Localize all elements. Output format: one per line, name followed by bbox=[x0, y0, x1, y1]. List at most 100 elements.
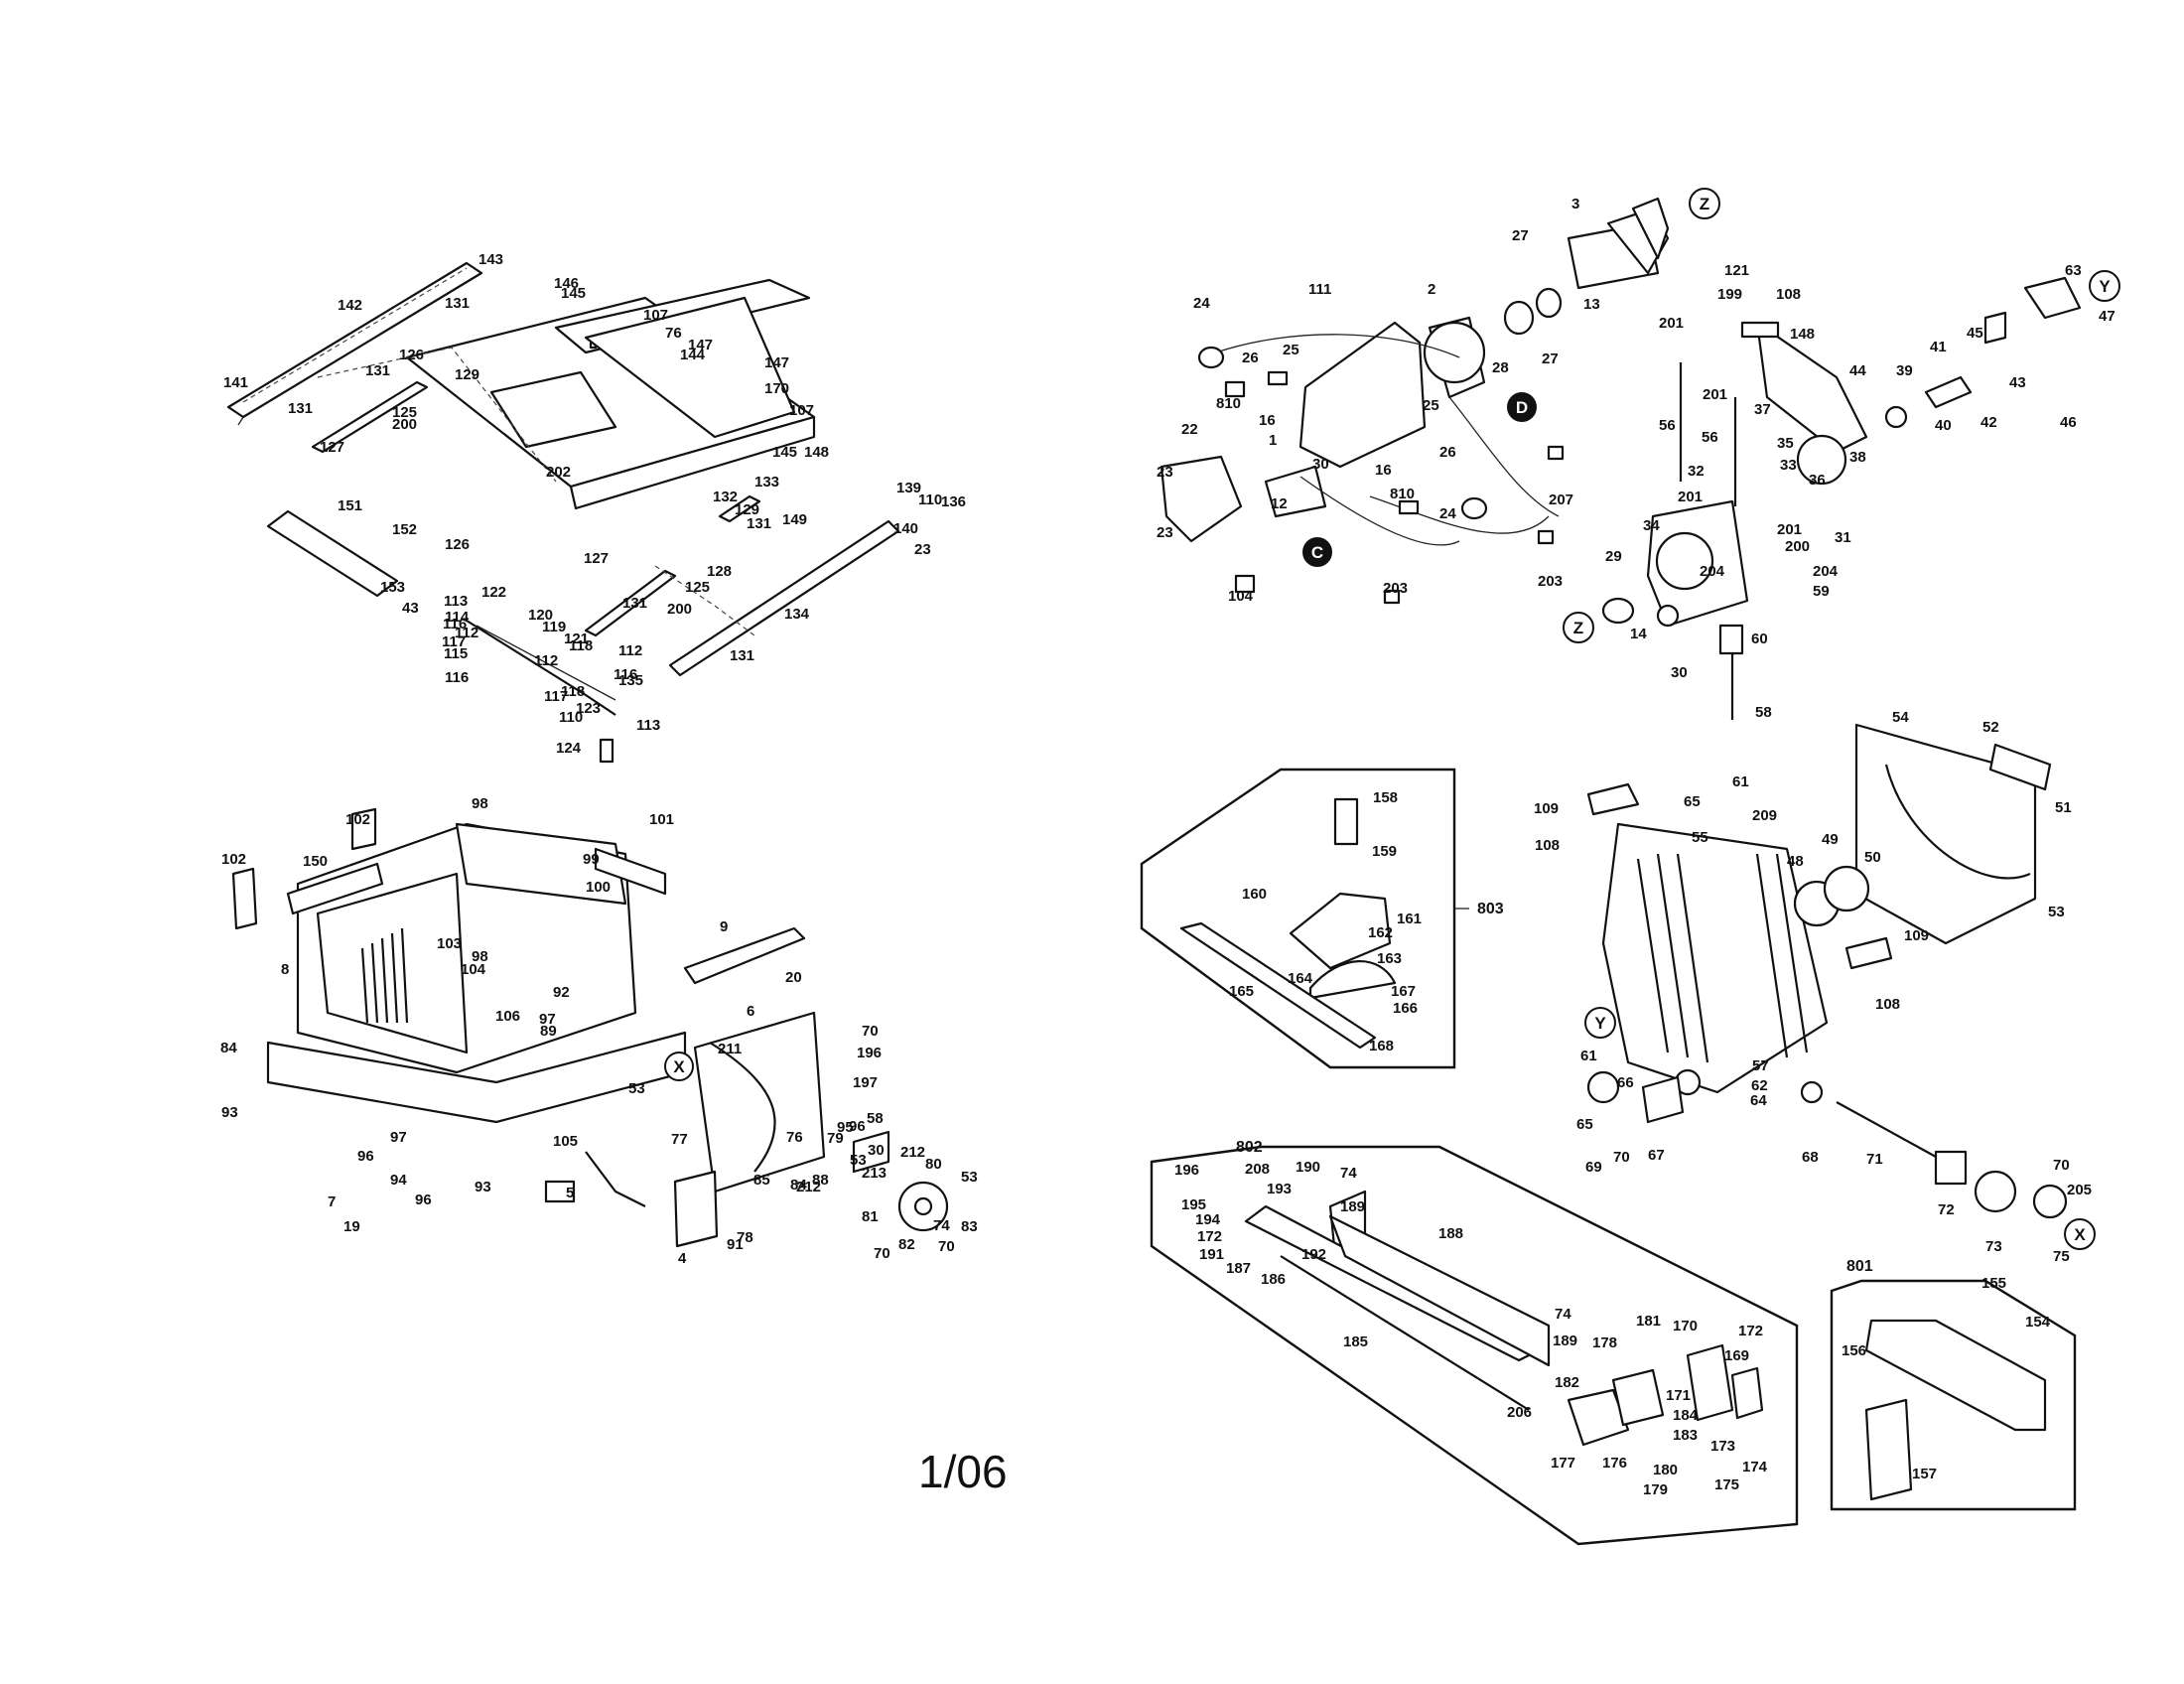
part-number-g802_parts-2: 190 bbox=[1296, 1159, 1320, 1176]
part-number-base-55: 82 bbox=[898, 1236, 915, 1253]
part-number-table-64: 110 bbox=[559, 709, 583, 726]
part-number-base-52: 81 bbox=[862, 1208, 879, 1225]
part-number-motor-1: 27 bbox=[1512, 227, 1529, 244]
part-number-frame-24: 68 bbox=[1802, 1149, 1819, 1166]
part-number-motor-26: 203 bbox=[1538, 573, 1563, 590]
part-number-motor-15: 26 bbox=[1439, 444, 1456, 461]
part-number-table-7: 131 bbox=[365, 362, 390, 379]
group-801-box bbox=[1830, 1279, 2077, 1511]
part-number-gear-35: 60 bbox=[1751, 631, 1768, 647]
part-number-frame-17: 57 bbox=[1752, 1057, 1769, 1074]
part-number-base-45: 84 bbox=[790, 1177, 807, 1193]
part-number-base-7: 9 bbox=[720, 918, 728, 935]
part-number-table-54: 118 bbox=[569, 637, 593, 654]
part-number-table-60: 116 bbox=[445, 669, 469, 686]
part-number-motor-14: 25 bbox=[1423, 397, 1439, 414]
part-number-table-62: 118 bbox=[561, 683, 585, 700]
part-number-table-42: 131 bbox=[730, 647, 754, 664]
part-number-base-42: 93 bbox=[475, 1179, 491, 1195]
part-number-table-10: 127 bbox=[320, 439, 344, 456]
part-number-base-0: 102 bbox=[345, 811, 370, 828]
callout-y-frame: Y bbox=[1584, 1007, 1616, 1039]
part-number-motor-8: 28 bbox=[1492, 359, 1509, 376]
part-number-gear-34: 30 bbox=[1671, 664, 1688, 681]
part-number-table-66: 124 bbox=[556, 740, 582, 757]
part-number-table-2: 131 bbox=[445, 295, 470, 312]
part-number-table-32: 126 bbox=[445, 536, 470, 553]
part-number-base-1: 98 bbox=[472, 795, 488, 812]
part-number-table-23: 133 bbox=[754, 474, 779, 491]
group-801-label: 801 bbox=[1846, 1258, 1873, 1275]
part-number-table-20: 148 bbox=[804, 444, 829, 461]
callout-x-base-label: X bbox=[673, 1057, 685, 1076]
part-number-gear-4: 63 bbox=[2065, 262, 2082, 279]
part-number-motor-9: 27 bbox=[1542, 351, 1559, 367]
part-number-table-33: 127 bbox=[584, 550, 609, 567]
part-number-base-33: 213 bbox=[862, 1165, 887, 1182]
part-number-base-12: 92 bbox=[553, 984, 570, 1001]
group-802-label: 802 bbox=[1236, 1139, 1263, 1156]
part-number-base-21: 196 bbox=[857, 1045, 882, 1061]
part-number-g802_parts-9: 191 bbox=[1199, 1246, 1224, 1263]
part-number-gear-32: 29 bbox=[1605, 548, 1622, 565]
part-number-g802_parts-31: 174 bbox=[1742, 1459, 1768, 1475]
part-number-base-56: 70 bbox=[938, 1238, 955, 1255]
part-number-base-54: 74 bbox=[933, 1217, 950, 1234]
part-number-motor-5: 24 bbox=[1193, 295, 1210, 312]
callout-z-gear-label: Z bbox=[1573, 619, 1583, 637]
part-number-frame-27: 205 bbox=[2067, 1182, 2092, 1198]
part-number-table-21: 145 bbox=[772, 444, 797, 461]
part-number-g802_parts-25: 206 bbox=[1507, 1404, 1532, 1421]
part-number-frame-21: 69 bbox=[1585, 1159, 1602, 1176]
part-number-table-48: 112 bbox=[455, 625, 478, 641]
part-number-frame-4: 65 bbox=[1684, 793, 1701, 810]
part-number-g803_parts-0: 158 bbox=[1373, 789, 1398, 806]
part-number-base-11: 104 bbox=[461, 961, 486, 978]
part-number-g803_parts-3: 161 bbox=[1397, 911, 1422, 927]
part-number-frame-30: 75 bbox=[2053, 1248, 2070, 1265]
part-number-base-13: 8 bbox=[281, 961, 289, 978]
part-number-gear-28: 200 bbox=[1785, 538, 1810, 555]
part-number-table-43: 153 bbox=[380, 579, 405, 596]
group-803-label: 803 bbox=[1477, 901, 1504, 917]
part-number-base-4: 150 bbox=[303, 853, 328, 870]
part-number-table-41: 134 bbox=[784, 606, 810, 623]
part-number-base-31: 30 bbox=[868, 1142, 885, 1159]
part-number-frame-1: 52 bbox=[1982, 719, 1999, 736]
part-number-base-43: 5 bbox=[566, 1185, 574, 1201]
part-number-table-51: 119 bbox=[542, 619, 566, 635]
base-assembly bbox=[231, 807, 949, 1248]
part-number-g802_parts-26: 183 bbox=[1673, 1427, 1698, 1444]
part-number-g803_parts-10: 168 bbox=[1369, 1038, 1394, 1054]
part-number-base-16: 89 bbox=[540, 1023, 557, 1040]
part-number-base-37: 97 bbox=[390, 1129, 407, 1146]
part-number-g803_parts-6: 164 bbox=[1288, 970, 1313, 987]
part-number-motor-17: 16 bbox=[1375, 462, 1392, 479]
part-number-gear-19: 46 bbox=[2060, 414, 2077, 431]
part-number-g802_parts-15: 189 bbox=[1553, 1333, 1577, 1349]
part-number-base-30: 79 bbox=[827, 1130, 844, 1147]
part-number-gear-7: 56 bbox=[1659, 417, 1676, 434]
part-number-gear-29: 204 bbox=[1700, 563, 1725, 580]
part-number-g801_parts-1: 154 bbox=[2025, 1314, 2051, 1331]
part-number-frame-28: 72 bbox=[1938, 1201, 1955, 1218]
part-number-frame-18: 62 bbox=[1751, 1077, 1768, 1094]
group-802-box bbox=[1150, 1145, 1799, 1546]
callout-y-top-label: Y bbox=[2099, 277, 2111, 296]
part-number-motor-25: 207 bbox=[1549, 491, 1573, 508]
part-number-g801_parts-0: 155 bbox=[1981, 1275, 2006, 1292]
part-number-motor-11: 16 bbox=[1259, 412, 1276, 429]
part-number-table-34: 131 bbox=[622, 595, 647, 612]
part-number-table-13: 107 bbox=[643, 307, 668, 324]
part-number-gear-9: 44 bbox=[1849, 362, 1866, 379]
part-number-frame-19: 64 bbox=[1750, 1092, 1767, 1109]
part-number-base-50: 4 bbox=[678, 1250, 687, 1267]
part-number-base-17: 211 bbox=[718, 1041, 742, 1057]
part-number-gear-25: 36 bbox=[1809, 472, 1826, 489]
part-number-table-24: 132 bbox=[713, 489, 738, 505]
part-number-frame-22: 70 bbox=[1613, 1149, 1630, 1166]
part-number-gear-14: 35 bbox=[1777, 435, 1794, 452]
part-number-motor-16: 22 bbox=[1181, 421, 1198, 438]
part-number-base-2: 101 bbox=[649, 811, 674, 828]
part-number-gear-23: 33 bbox=[1780, 457, 1797, 474]
